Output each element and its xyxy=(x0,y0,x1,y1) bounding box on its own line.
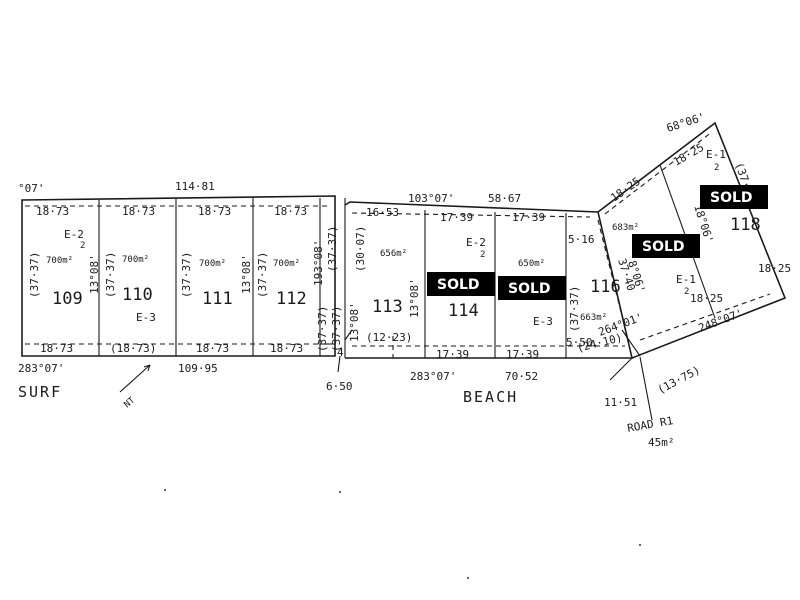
bearing-top-left: °07' xyxy=(18,182,45,195)
road-surf: SURF xyxy=(18,383,62,401)
svg-text:(37·37): (37·37) xyxy=(330,306,343,352)
bearing-bottom-mid: 283°07' xyxy=(410,370,456,383)
svg-text:(37·37): (37·37) xyxy=(28,252,41,298)
sold-badge-114 xyxy=(427,272,495,296)
svg-text:SOLD: SOLD xyxy=(437,277,480,293)
svg-text:(37·37): (37·37) xyxy=(180,252,193,298)
svg-text:17·39: 17·39 xyxy=(436,348,469,361)
svg-text:17·39: 17·39 xyxy=(506,348,539,361)
svg-text:18·73: 18·73 xyxy=(198,205,231,218)
svg-text:18·73: 18·73 xyxy=(40,342,73,355)
svg-text:2: 2 xyxy=(480,250,485,260)
lot-111-number: 111 xyxy=(202,289,233,309)
lot-110: 18·73 (18·73) (37·37) 13°08' 700m² E-3 1… xyxy=(88,205,156,355)
svg-text:2: 2 xyxy=(684,287,689,297)
svg-text:18·73: 18·73 xyxy=(36,205,69,218)
svg-text:SOLD: SOLD xyxy=(508,281,551,297)
lot-4-label: 4 xyxy=(337,346,344,359)
corner-13-75: (13·75) xyxy=(655,363,702,396)
lot-114: 17·39 17·39 13°08' E-2 2 114 SOLD xyxy=(408,211,495,361)
lot-116: 5·16 5·50 (37·37) 37·40 663m² 116 xyxy=(566,233,638,349)
lot-111: 18·73 18·73 (37·37) 700m² 111 xyxy=(180,205,233,355)
svg-text:17·39: 17·39 xyxy=(512,211,545,224)
svg-text:5·50: 5·50 xyxy=(566,336,593,349)
road-r1-area: 45m² xyxy=(648,436,675,449)
svg-text:13°08': 13°08' xyxy=(240,254,253,294)
lot-113-number: 113 xyxy=(372,297,403,317)
bearing-top-mid: 103°07' xyxy=(408,192,454,205)
svg-text:700m²: 700m² xyxy=(199,259,226,269)
svg-text:656m²: 656m² xyxy=(380,249,407,259)
frontage-top-right: 58·67 xyxy=(488,192,521,205)
sold-badge-117 xyxy=(632,234,700,258)
svg-text:E-3: E-3 xyxy=(533,315,553,328)
lot-114-number: 114 xyxy=(448,301,479,321)
lot-109-number: 109 xyxy=(52,289,83,309)
svg-text:E-2: E-2 xyxy=(466,236,486,249)
svg-text:(37·37): (37·37) xyxy=(326,226,339,272)
svg-text:18·25: 18·25 xyxy=(690,292,723,305)
road-beach: BEACH xyxy=(463,388,518,406)
svg-text:193°08': 193°08' xyxy=(312,240,325,286)
left-block xyxy=(21,195,346,358)
svg-text:(30·07): (30·07) xyxy=(354,226,367,272)
svg-text:700m²: 700m² xyxy=(273,259,300,269)
svg-text:700m²: 700m² xyxy=(46,256,73,266)
svg-text:13°08': 13°08' xyxy=(408,278,421,318)
svg-text:(18·73): (18·73) xyxy=(110,342,156,355)
gap-width: 6·50 xyxy=(326,380,353,393)
frontage-top-left: 114·81 xyxy=(175,180,215,193)
svg-text:13°08': 13°08' xyxy=(88,254,101,294)
svg-text:13°08': 13°08' xyxy=(348,302,361,342)
pointer-arrow xyxy=(119,364,151,393)
svg-text:E-2: E-2 xyxy=(64,228,84,241)
svg-text:18·73: 18·73 xyxy=(196,342,229,355)
svg-text:2: 2 xyxy=(80,241,85,251)
svg-text:18·73: 18·73 xyxy=(122,205,155,218)
svg-text:18·73: 18·73 xyxy=(270,342,303,355)
svg-text:17·39: 17·39 xyxy=(440,211,473,224)
svg-text:700m²: 700m² xyxy=(122,255,149,265)
svg-text:663m²: 663m² xyxy=(580,313,607,323)
svg-text:5·16: 5·16 xyxy=(568,233,595,246)
svg-text:E-1: E-1 xyxy=(706,148,726,161)
svg-text:(12·23): (12·23) xyxy=(366,331,412,344)
sold-badge-115 xyxy=(498,276,566,300)
svg-text:18·25: 18·25 xyxy=(758,262,791,275)
lot-115: 17·39 17·39 650m² E-3 SOLD xyxy=(498,211,566,361)
bearing-bottom-left: 283°07' xyxy=(18,362,64,375)
svg-text:SOLD: SOLD xyxy=(710,190,753,206)
svg-text:683m²: 683m² xyxy=(612,223,639,233)
lot-112-number: 112 xyxy=(276,289,307,309)
svg-text:E-1: E-1 xyxy=(676,273,696,286)
svg-text:16·53: 16·53 xyxy=(366,206,399,219)
frontage-bottom-left: 109·95 xyxy=(178,362,218,375)
sold-badge-118 xyxy=(700,185,768,209)
svg-text:(37·37): (37·37) xyxy=(104,252,117,298)
road-r1: ROAD R1 xyxy=(626,414,674,435)
svg-text:(37·37): (37·37) xyxy=(256,252,269,298)
right-block xyxy=(597,121,787,421)
bearing-right-top: 68°06' xyxy=(665,110,707,135)
lot-116-number: 116 xyxy=(590,277,621,297)
middle-block xyxy=(344,201,634,359)
corner-11-51: 11·51 xyxy=(604,396,637,409)
svg-text:18·73: 18·73 xyxy=(274,205,307,218)
frontage-bottom-right: 70·52 xyxy=(505,370,538,383)
svg-text:2: 2 xyxy=(714,163,719,173)
lot-112: 18·73 18·73 (37·37) 13°08' 700m² 112 xyxy=(240,205,307,355)
lot-113: 193°08' (37·37) (37·37) (37·37) (30·07) … xyxy=(312,206,412,352)
lot-110-number: 110 xyxy=(122,285,153,305)
svg-text:E-3: E-3 xyxy=(136,311,156,324)
svg-text:18·25: 18·25 xyxy=(671,141,706,169)
lot-109: 18·73 18·73 (37·37) 700m² E-2 2 109 xyxy=(28,205,85,355)
stray-marks xyxy=(164,489,641,579)
svg-text:650m²: 650m² xyxy=(518,259,545,269)
svg-text:SOLD: SOLD xyxy=(642,239,685,255)
lot-118-number: 118 xyxy=(730,215,761,235)
svg-text:(37·37): (37·37) xyxy=(316,306,329,352)
nt-fragment: NT xyxy=(123,395,138,410)
svg-text:(37·37): (37·37) xyxy=(568,286,581,332)
